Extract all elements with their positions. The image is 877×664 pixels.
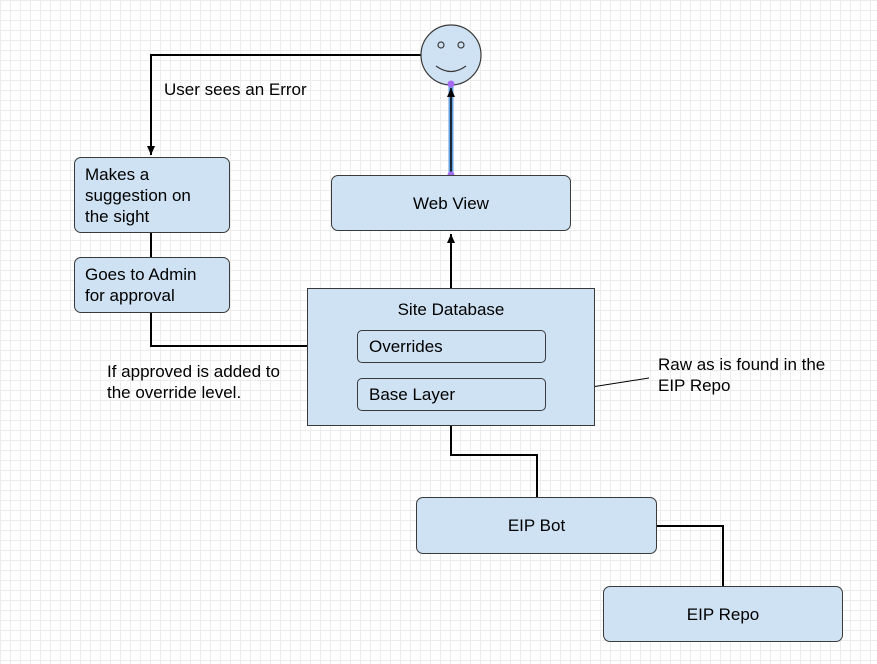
suggestion-box-text: Makes a suggestion on the sight bbox=[85, 165, 191, 226]
edge-user-to-suggestion[interactable] bbox=[147, 54, 421, 155]
eip-bot-box-text: EIP Bot bbox=[507, 516, 566, 535]
base-layer-text: Base Layer bbox=[369, 384, 455, 404]
suggestion-box[interactable]: Makes a suggestion on the sight bbox=[74, 157, 230, 233]
eip-repo-box-text: EIP Repo bbox=[686, 604, 760, 624]
admin-approval-box-text: Goes to Admin for approval bbox=[85, 265, 197, 305]
overrides-layer-text: Overrides bbox=[369, 336, 443, 356]
edge-bot-to-repo[interactable] bbox=[656, 525, 724, 586]
mouth bbox=[435, 65, 467, 73]
admin-approval-box[interactable]: Goes to Admin for approval bbox=[74, 257, 230, 313]
face-outline bbox=[420, 24, 482, 86]
edge-base-to-bot[interactable] bbox=[450, 411, 538, 497]
eip-bot-box[interactable]: EIP Bot bbox=[416, 497, 657, 554]
edge-admin-to-overrides[interactable] bbox=[150, 313, 354, 350]
annotation-approved: If approved is added to the override lev… bbox=[107, 362, 280, 402]
site-database-title: Site Database bbox=[397, 300, 505, 319]
left-eye bbox=[437, 41, 445, 49]
annotation-raw: Raw as is found in the EIP Repo bbox=[658, 355, 826, 395]
smiley-face-icon[interactable] bbox=[420, 24, 482, 86]
annotation-user-error: User sees an Error bbox=[164, 80, 307, 99]
edge-handle-top[interactable] bbox=[447, 80, 455, 88]
base-layer-box[interactable]: Base Layer bbox=[357, 378, 546, 411]
eip-repo-box[interactable]: EIP Repo bbox=[603, 586, 843, 642]
web-view-box[interactable]: Web View bbox=[331, 175, 571, 231]
web-view-box-text: Web View bbox=[413, 193, 489, 213]
right-eye bbox=[457, 41, 465, 49]
overrides-layer-box[interactable]: Overrides bbox=[357, 330, 546, 363]
